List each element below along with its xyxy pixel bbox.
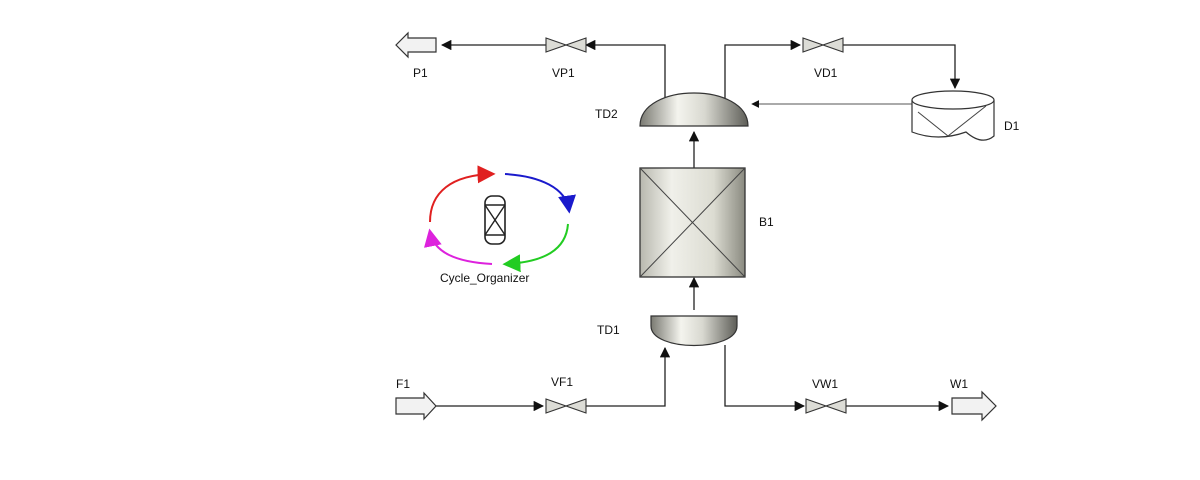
block-arrow-icon [395,31,437,59]
stream-td2-to-vd1[interactable] [724,39,802,98]
feed-f1[interactable] [395,391,437,421]
label-vp1: VP1 [552,66,575,80]
valve-vw1[interactable] [805,398,847,414]
label-vd1: VD1 [814,66,838,80]
stream-td2-to-vp1[interactable] [584,39,666,98]
valve-vp1[interactable] [545,37,587,53]
valve-icon [802,37,844,53]
label-cycle-organizer: Cycle_Organizer [440,271,529,285]
label-p1: P1 [413,66,428,80]
label-vw1: VW1 [812,377,838,391]
label-b1: B1 [759,215,774,229]
stream-td1-to-vw1[interactable] [724,345,806,412]
label-td1: TD1 [597,323,620,337]
valve-icon [805,398,847,414]
waste-w1[interactable] [951,390,997,422]
label-w1: W1 [950,377,968,391]
cycle-organizer[interactable] [424,165,576,273]
packed-bed-icon [639,167,746,278]
cycle-icon [424,165,576,273]
product-p1[interactable] [395,31,437,59]
label-f1: F1 [396,377,410,391]
label-vf1: VF1 [551,375,573,389]
block-arrow-icon [395,391,437,421]
valve-vd1[interactable] [802,37,844,53]
drum-icon [911,90,995,141]
stream-vd1-to-d1[interactable] [843,44,961,90]
valve-vf1[interactable] [545,398,587,414]
block-arrow-icon [951,390,997,422]
valve-icon [545,398,587,414]
label-td2: TD2 [595,107,618,121]
vessel-td1[interactable] [650,315,738,347]
drum-d1[interactable] [911,90,995,141]
vessel-td2[interactable] [639,92,749,127]
bed-b1[interactable] [639,167,746,278]
stream-vf1-to-td1[interactable] [586,346,671,407]
label-d1: D1 [1004,119,1020,133]
valve-icon [545,37,587,53]
